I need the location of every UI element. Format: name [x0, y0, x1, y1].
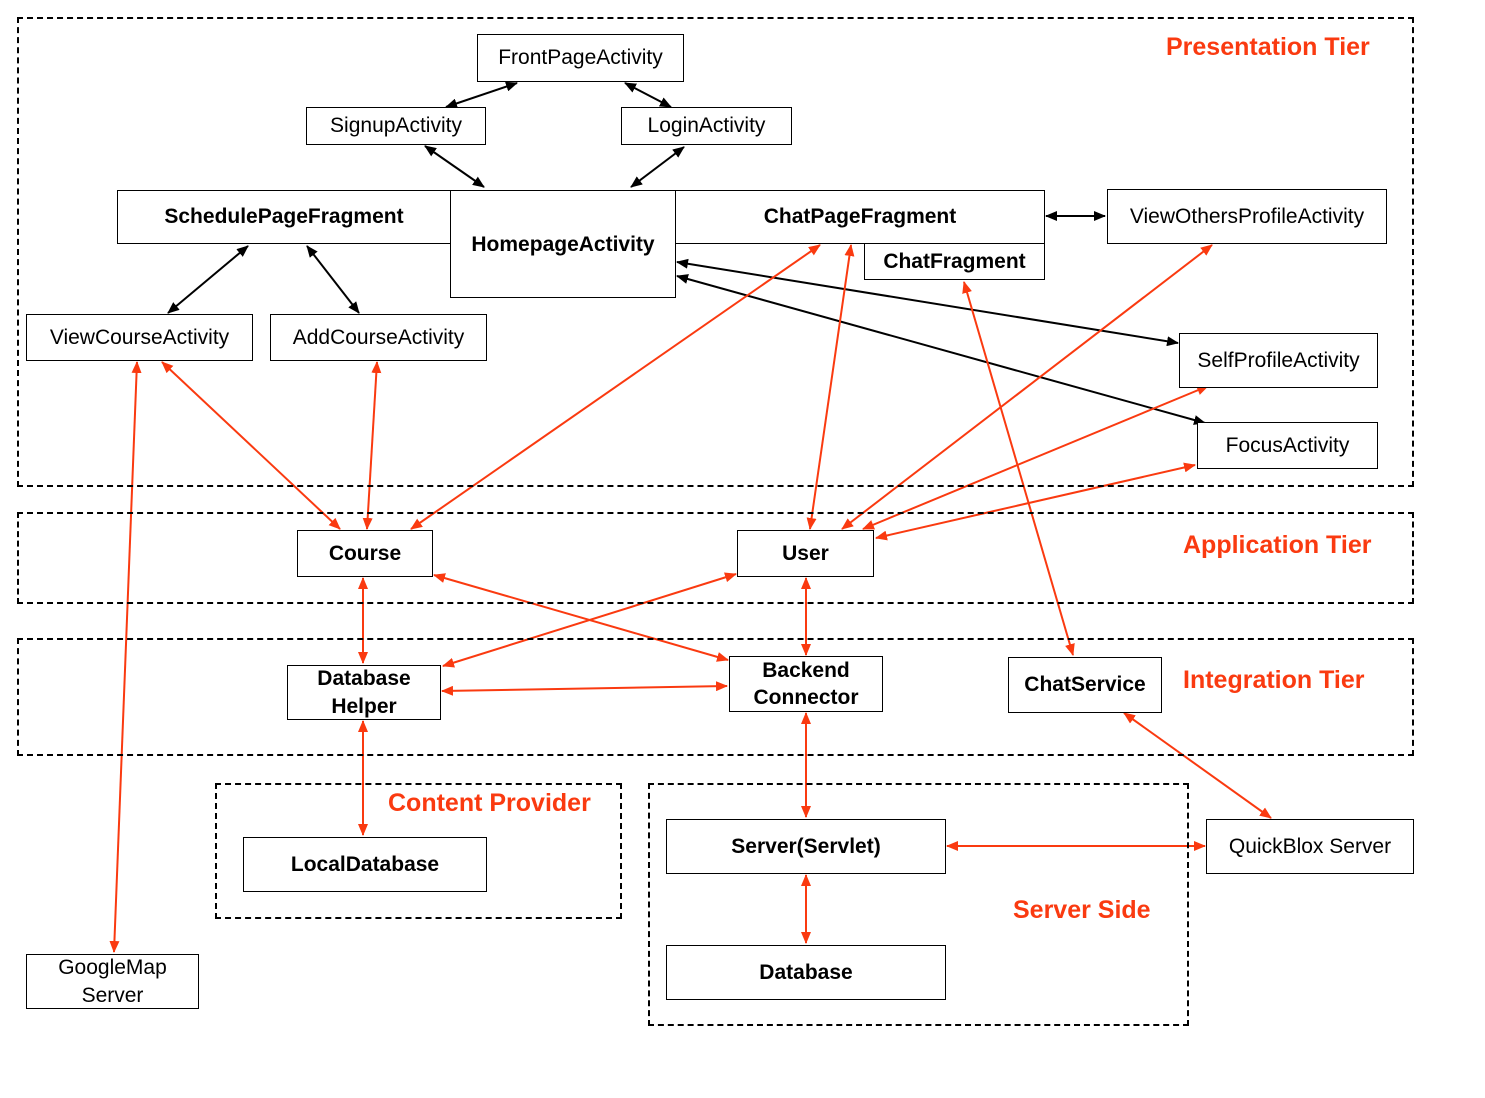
- integration-tier-region: [17, 638, 1414, 756]
- content-provider-label: Content Provider: [388, 789, 591, 817]
- schedule-page-fragment-node: SchedulePageFragment: [117, 190, 451, 244]
- presentation-tier-label: Presentation Tier: [1166, 33, 1370, 61]
- quickblox-server-node: QuickBlox Server: [1206, 819, 1414, 874]
- chat-fragment-node: ChatFragment: [864, 243, 1045, 280]
- course-node: Course: [297, 530, 433, 577]
- connector-chatfragment-chatservice: [962, 281, 1075, 656]
- googlemap-server-node: GoogleMap Server: [26, 954, 199, 1009]
- connector-front-login: [624, 82, 672, 108]
- chat-service-node: ChatService: [1008, 657, 1162, 713]
- chat-page-fragment-node: ChatPageFragment: [675, 190, 1045, 244]
- database-helper-node: Database Helper: [287, 665, 441, 720]
- connector-user-dbhelper: [442, 572, 737, 668]
- login-activity-node: LoginActivity: [621, 107, 792, 145]
- database-node: Database: [666, 945, 946, 1000]
- presentation-tier-region: [17, 17, 1414, 487]
- homepage-activity-node: HomepageActivity: [450, 190, 676, 298]
- connector-signup-homepage: [424, 145, 485, 188]
- content-provider-region: [215, 783, 622, 919]
- user-node: User: [737, 530, 874, 577]
- application-tier-region: [17, 512, 1414, 604]
- server-servlet-node: Server(Servlet): [666, 819, 946, 874]
- connector-schedule-viewcourse: [167, 245, 249, 314]
- view-others-profile-activity-node: ViewOthersProfileActivity: [1107, 189, 1387, 244]
- connector-viewcourse-course: [161, 361, 341, 530]
- server-side-label: Server Side: [1013, 896, 1151, 924]
- view-course-activity-node: ViewCourseActivity: [26, 314, 253, 361]
- server-side-region: [648, 783, 1189, 1026]
- connector-viewcourse-googlemap: [109, 361, 142, 953]
- connector-addcourse-course: [362, 361, 382, 530]
- self-profile-activity-node: SelfProfileActivity: [1179, 333, 1378, 388]
- focus-activity-node: FocusActivity: [1197, 422, 1378, 469]
- connector-chatservice-quickblox: [1123, 712, 1272, 819]
- connector-front-signup: [445, 81, 518, 109]
- backend-connector-node: Backend Connector: [729, 656, 883, 712]
- local-database-node: LocalDatabase: [243, 837, 487, 892]
- connector-chatpage-course: [410, 244, 821, 530]
- application-tier-label: Application Tier: [1183, 531, 1372, 559]
- front-page-activity-node: FrontPageActivity: [477, 34, 684, 82]
- add-course-activity-node: AddCourseActivity: [270, 314, 487, 361]
- integration-tier-label: Integration Tier: [1183, 666, 1365, 694]
- connector-login-homepage: [630, 146, 685, 188]
- connector-schedule-addcourse: [306, 245, 360, 314]
- signup-activity-node: SignupActivity: [306, 107, 486, 145]
- connector-dbhelper-backend: [441, 681, 728, 696]
